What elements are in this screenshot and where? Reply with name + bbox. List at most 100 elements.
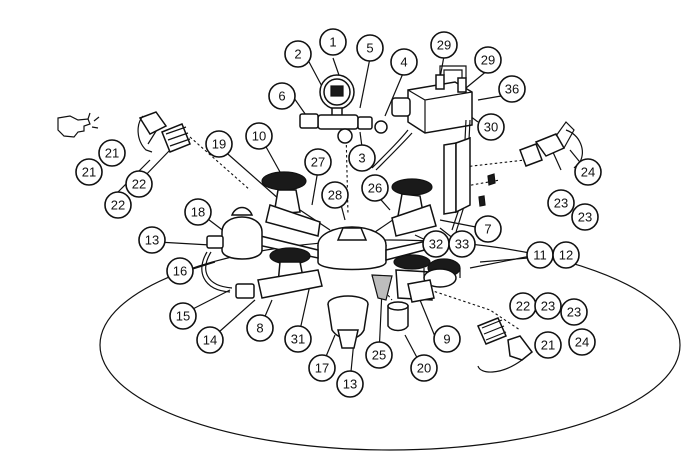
callout-label: 29 xyxy=(437,38,451,53)
right-quick-coupler xyxy=(519,121,583,169)
gauge-tee-fitting xyxy=(299,113,388,144)
callout-label: 31 xyxy=(291,332,305,347)
callout-1: 1 xyxy=(319,28,347,56)
callout-label: 10 xyxy=(252,129,266,144)
bottom-regulator-valve xyxy=(327,295,369,349)
callout-label: 17 xyxy=(315,361,329,376)
callout-label: 19 xyxy=(212,137,226,152)
callout-11: 11 xyxy=(526,241,554,269)
callout-label: 25 xyxy=(372,348,386,363)
callout-label: 11 xyxy=(533,248,547,263)
callout-label: 28 xyxy=(328,188,342,203)
callout-23a: 23 xyxy=(547,189,575,217)
callout-label: 14 xyxy=(203,333,217,348)
callout-label: 29 xyxy=(481,53,495,68)
callouts: 1 2 5 4 29 29 36 6 30 3 10 19 27 21 21 2… xyxy=(75,28,602,398)
outlet-elbow xyxy=(407,279,435,303)
callout-label: 22 xyxy=(111,198,125,213)
callout-23b: 23 xyxy=(571,203,599,231)
strainer-cover xyxy=(371,274,393,301)
callout-18: 18 xyxy=(184,198,212,226)
callout-22b: 22 xyxy=(104,191,132,219)
callout-label: 20 xyxy=(417,361,431,376)
callout-24a: 24 xyxy=(574,158,602,186)
callout-14: 14 xyxy=(196,326,224,354)
callout-21c: 21 xyxy=(534,331,562,359)
callout-label: 12 xyxy=(559,248,573,263)
callout-29a: 29 xyxy=(430,31,458,59)
base-platform-outline xyxy=(99,239,681,451)
callout-25: 25 xyxy=(365,341,393,369)
callout-5: 5 xyxy=(356,34,384,62)
callout-label: 18 xyxy=(191,205,205,220)
callout-29b: 29 xyxy=(474,46,502,74)
callout-label: 33 xyxy=(455,237,469,252)
callout-13b: 13 xyxy=(336,370,364,398)
left-quick-coupler xyxy=(137,111,191,153)
callout-label: 26 xyxy=(368,181,382,196)
callout-label: 16 xyxy=(173,264,187,279)
mounting-bracket xyxy=(443,136,496,215)
callout-19: 19 xyxy=(205,130,233,158)
callout-label: 2 xyxy=(294,47,301,62)
callout-22a: 22 xyxy=(125,170,153,198)
callout-4: 4 xyxy=(390,48,418,76)
left-regulator xyxy=(201,206,263,299)
callout-32: 32 xyxy=(422,230,450,258)
callout-label: 4 xyxy=(400,55,407,70)
regulator-valve-block xyxy=(391,65,473,134)
cap-fitting xyxy=(387,301,409,332)
callout-30: 30 xyxy=(477,113,505,141)
callout-12: 12 xyxy=(552,241,580,269)
callout-27: 27 xyxy=(304,148,332,176)
callout-13a: 13 xyxy=(138,226,166,254)
callout-21b: 21 xyxy=(75,158,103,186)
pressure-gauge xyxy=(319,74,355,119)
callout-7: 7 xyxy=(474,215,502,243)
bottom-right-coupler xyxy=(476,317,534,373)
callout-label: 3 xyxy=(358,151,365,166)
callout-label: 1 xyxy=(329,35,336,50)
callout-label: 22 xyxy=(516,299,530,314)
callout-9: 9 xyxy=(433,325,461,353)
pointing-hand-icon[interactable] xyxy=(57,112,100,138)
sight-glass-ring xyxy=(423,258,461,288)
callout-label: 13 xyxy=(343,377,357,392)
callout-8: 8 xyxy=(246,314,274,342)
handwheel-front-left xyxy=(257,247,323,299)
callout-label: 30 xyxy=(484,120,498,135)
callout-label: 7 xyxy=(484,222,491,237)
callout-label: 23 xyxy=(567,305,581,320)
callout-label: 15 xyxy=(176,309,190,324)
callout-36: 36 xyxy=(498,75,526,103)
callout-23c: 23 xyxy=(534,292,562,320)
callout-label: 6 xyxy=(278,89,285,104)
callout-6: 6 xyxy=(268,82,296,110)
callout-16: 16 xyxy=(166,257,194,285)
callout-33: 33 xyxy=(448,230,476,258)
callout-label: 9 xyxy=(443,332,450,347)
callout-label: 32 xyxy=(429,237,443,252)
callout-label: 24 xyxy=(581,165,595,180)
callout-24b: 24 xyxy=(568,328,596,356)
callout-2: 2 xyxy=(284,40,312,68)
callout-label: 21 xyxy=(82,165,96,180)
callout-31: 31 xyxy=(284,325,312,353)
callout-20: 20 xyxy=(410,354,438,382)
callout-label: 21 xyxy=(541,338,555,353)
callout-21a: 21 xyxy=(98,139,126,167)
callout-22c: 22 xyxy=(509,292,537,320)
callout-label: 23 xyxy=(554,196,568,211)
callout-15: 15 xyxy=(169,302,197,330)
callout-label: 13 xyxy=(145,233,159,248)
handwheel-rear-right xyxy=(391,178,437,237)
callout-label: 36 xyxy=(505,82,519,97)
callout-label: 21 xyxy=(105,146,119,161)
callout-label: 23 xyxy=(541,299,555,314)
callout-28: 28 xyxy=(321,181,349,209)
callout-3: 3 xyxy=(348,144,376,172)
handwheel-rear-left xyxy=(261,171,321,237)
callout-label: 5 xyxy=(366,41,373,56)
